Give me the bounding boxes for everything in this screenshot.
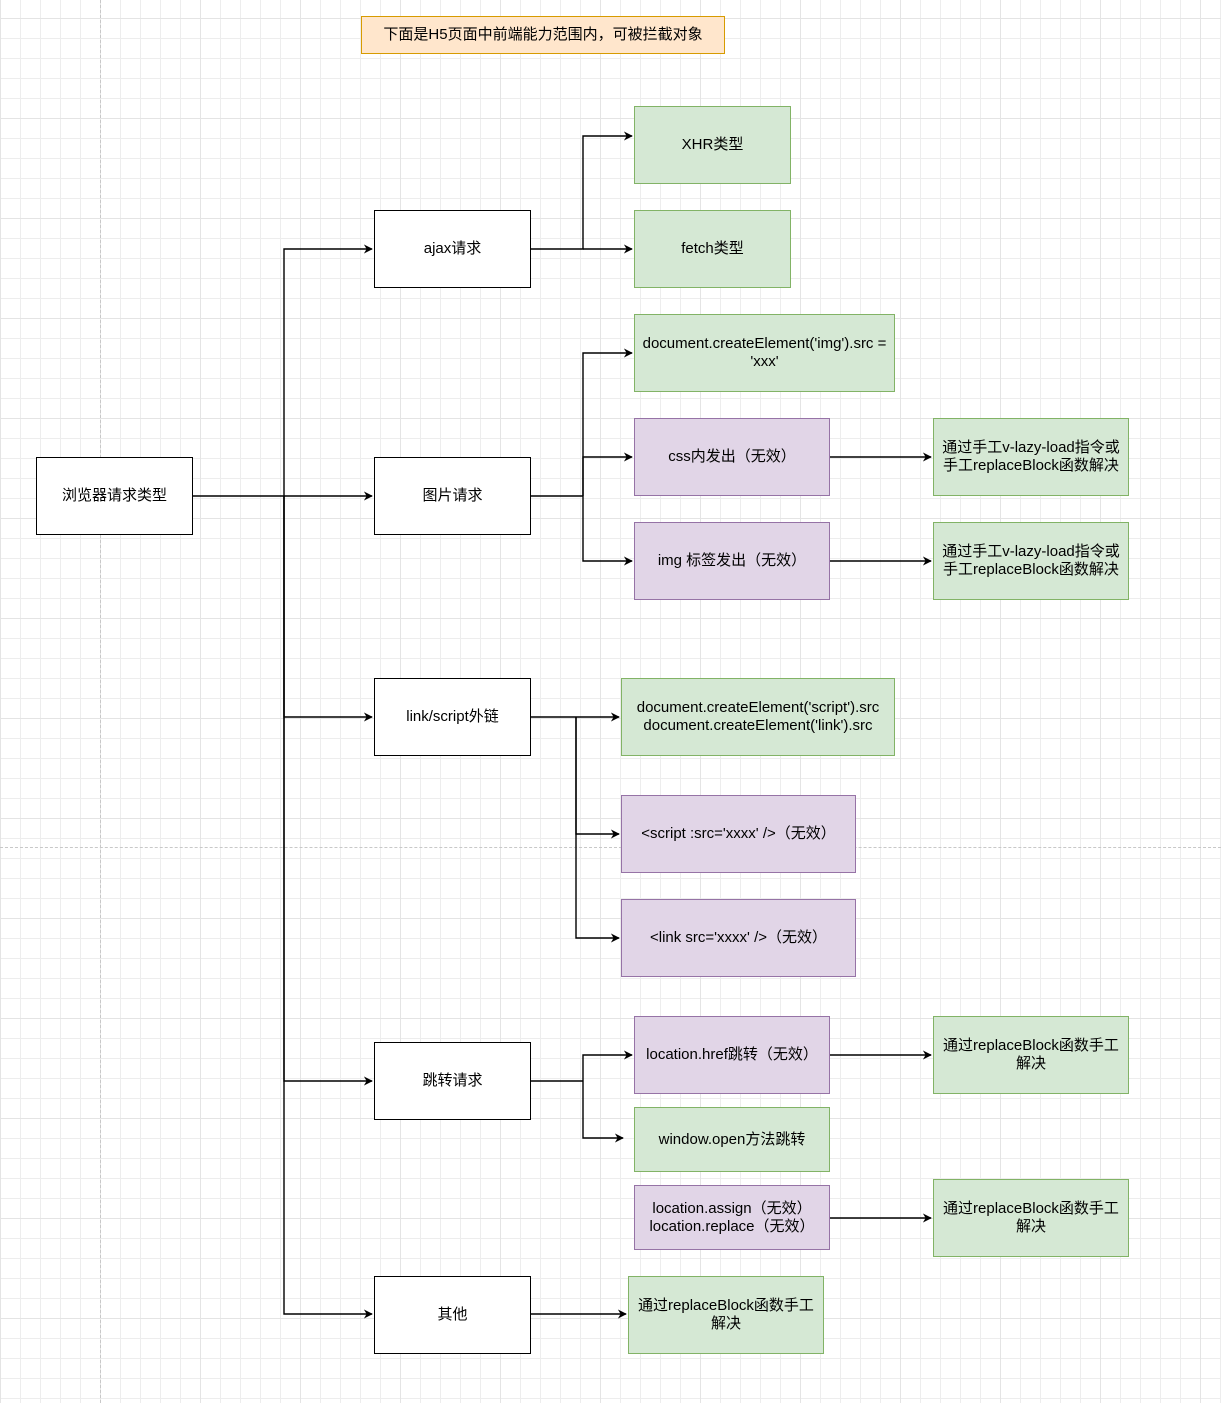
leaf-location-assign-replace: location.assign（无效） location.replace（无效） — [634, 1185, 830, 1250]
category-redirect: 跳转请求 — [374, 1042, 531, 1120]
edge-image-tag — [582, 496, 633, 566]
category-other: 其他 — [374, 1276, 531, 1354]
leaf-css-image: css内发出（无效） — [634, 418, 830, 496]
scope-note: 下面是H5页面中前端能力范围内，可被拦截对象 — [361, 16, 725, 54]
leaf-location-href: location.href跳转（无效） — [634, 1016, 830, 1094]
edge-root-redirect — [283, 496, 373, 1086]
leaf-link-tag: <link src='xxxx' />（无效） — [621, 899, 856, 977]
solution-href-replace-block: 通过replaceBlock函数手工 解决 — [933, 1016, 1129, 1094]
edge-root-link-script — [283, 496, 373, 722]
solution-assign-replace-block: 通过replaceBlock函数手工 解决 — [933, 1179, 1129, 1257]
edge-ajax-xhr — [530, 131, 633, 250]
leaf-xhr: XHR类型 — [634, 106, 791, 184]
leaf-other-solution: 通过replaceBlock函数手工 解决 — [628, 1276, 824, 1354]
leaf-script-tag: <script :src='xxxx' />（无效） — [621, 795, 856, 873]
leaf-img-tag: img 标签发出（无效） — [634, 522, 830, 600]
solution-css-lazy-load: 通过手工v-lazy-load指令或 手工replaceBlock函数解决 — [933, 418, 1129, 496]
edge-image-create — [582, 348, 633, 496]
page-guide-horizontal — [0, 847, 1221, 848]
edge-root-other — [283, 496, 373, 1319]
edge-ls-script — [575, 717, 620, 839]
category-image: 图片请求 — [374, 457, 531, 535]
edge-redirect-href — [582, 1050, 633, 1081]
page-guide-vertical — [100, 0, 101, 1403]
leaf-img-create-element: document.createElement('img').src = 'xxx… — [634, 314, 895, 392]
leaf-script-create-element: document.createElement('script').src doc… — [621, 678, 895, 756]
category-ajax: ajax请求 — [374, 210, 531, 288]
root-node: 浏览器请求类型 — [36, 457, 193, 535]
leaf-fetch: fetch类型 — [634, 210, 791, 288]
leaf-window-open: window.open方法跳转 — [634, 1107, 830, 1172]
edge-ls-link — [575, 717, 620, 943]
solution-img-lazy-load: 通过手工v-lazy-load指令或 手工replaceBlock函数解决 — [933, 522, 1129, 600]
edge-image-css — [582, 452, 633, 496]
edge-root-ajax — [283, 244, 373, 496]
edge-redirect-open — [582, 1081, 624, 1143]
category-link-script: link/script外链 — [374, 678, 531, 756]
